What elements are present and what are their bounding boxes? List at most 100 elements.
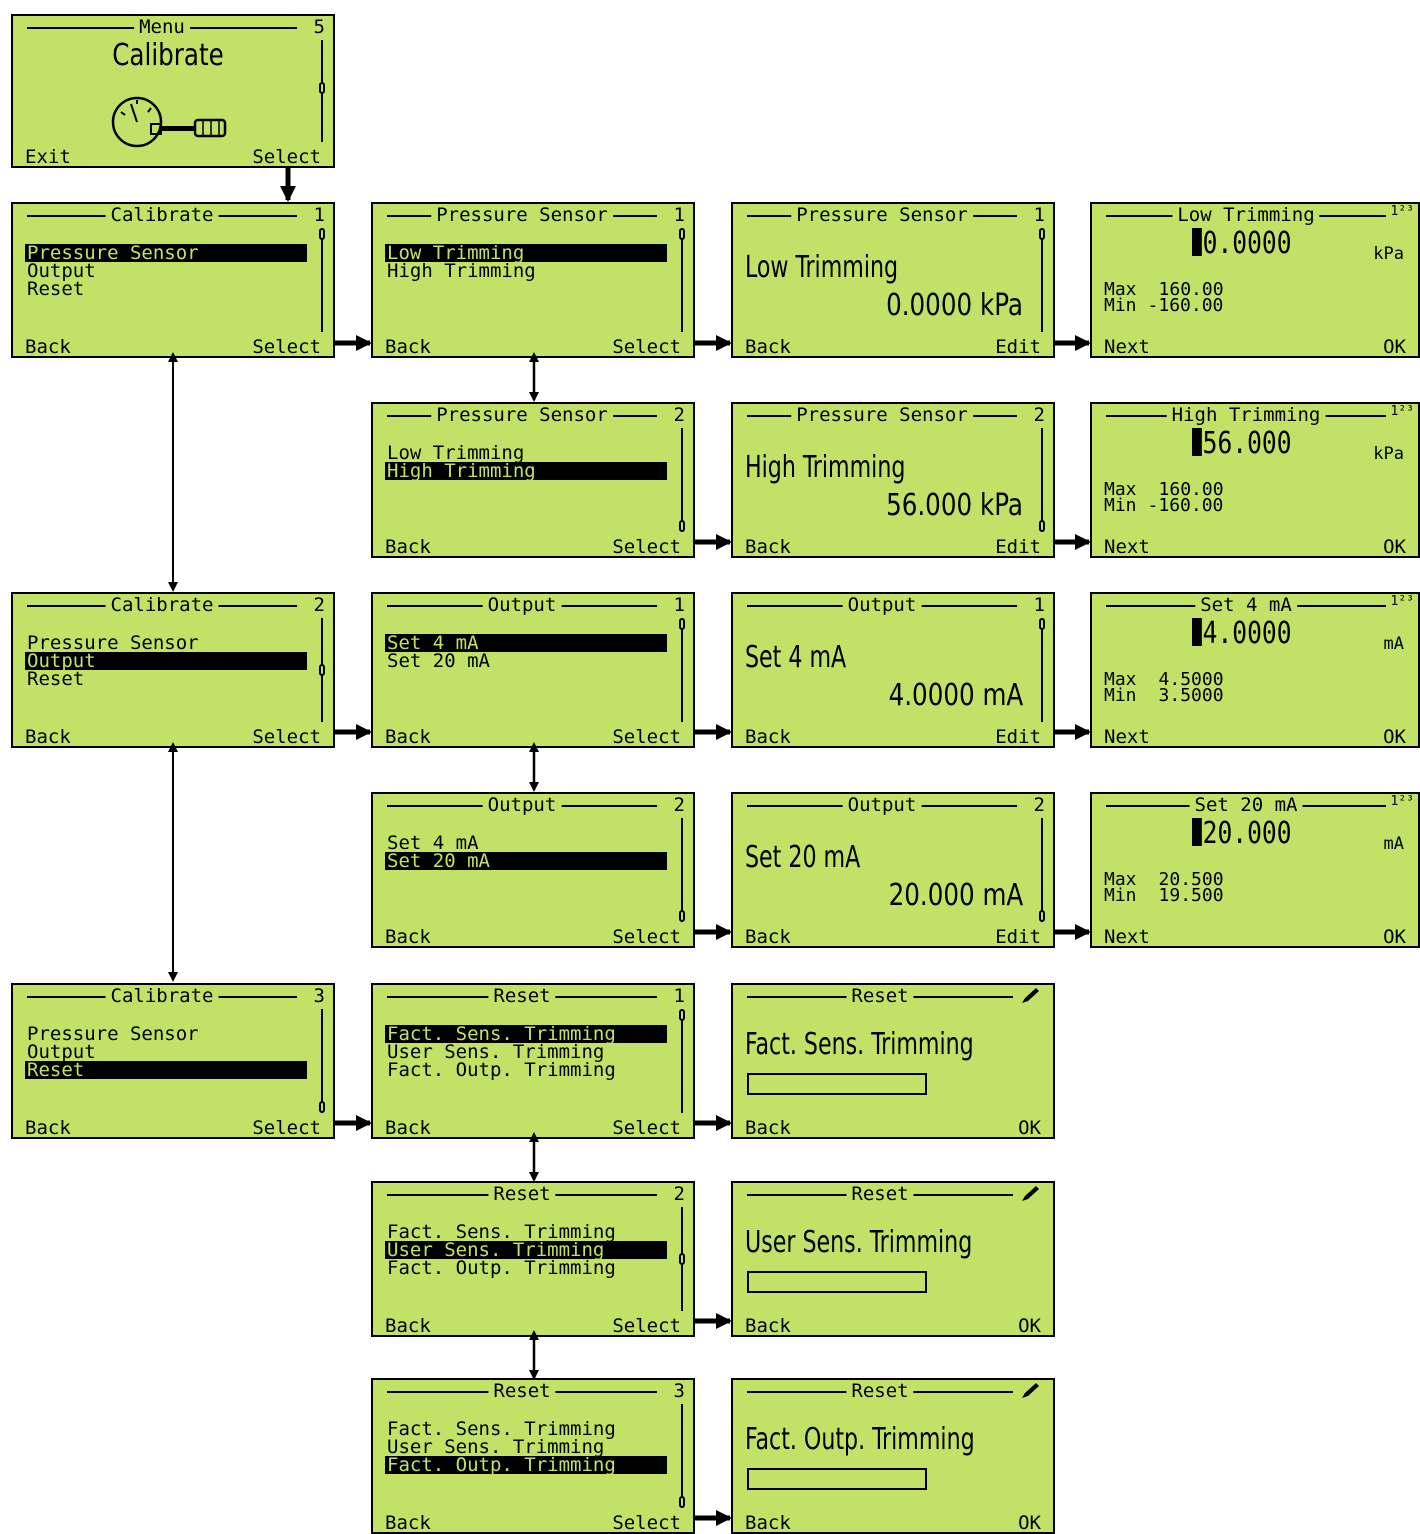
right-softkey[interactable]: Select [612, 1512, 681, 1534]
left-softkey[interactable]: Back [385, 1117, 431, 1139]
list-item[interactable]: Reset [25, 1061, 307, 1080]
scrollbar-knob [679, 1253, 685, 1265]
left-softkey[interactable]: Back [385, 1315, 431, 1337]
list-item[interactable]: Output [27, 260, 96, 282]
right-softkey[interactable]: OK [1383, 926, 1406, 948]
min-value: -160.00 [1147, 495, 1224, 516]
left-softkey[interactable]: Back [745, 1117, 791, 1139]
screen-title-bar: Output [387, 595, 657, 615]
edit-value-field[interactable]: 56.000 [1192, 428, 1292, 460]
left-softkey[interactable]: Back [745, 926, 791, 948]
list-item[interactable]: Output [27, 1041, 96, 1063]
screen-title-bar: Reset [747, 1381, 1013, 1401]
exit-softkey[interactable]: Exit [25, 146, 71, 168]
left-softkey[interactable]: Next [1104, 536, 1150, 558]
left-softkey[interactable]: Back [745, 726, 791, 748]
left-softkey[interactable]: Next [1104, 726, 1150, 748]
left-softkey[interactable]: Back [745, 336, 791, 358]
left-softkey[interactable]: Back [385, 536, 431, 558]
list-item[interactable]: Set 4 mA [387, 832, 479, 854]
screen-title-bar: High Trimming [1106, 405, 1386, 425]
list-item[interactable]: Fact. Outp. Trimming [387, 1257, 616, 1279]
list-item[interactable]: User Sens. Trimming [387, 1041, 605, 1063]
right-softkey[interactable]: OK [1383, 336, 1406, 358]
scrollbar-knob [1039, 910, 1045, 922]
scrollbar-knob [679, 1009, 685, 1021]
left-softkey[interactable]: Back [745, 1315, 791, 1337]
left-softkey[interactable]: Next [1104, 926, 1150, 948]
list-item[interactable]: Low Trimming [387, 442, 525, 464]
list-item[interactable]: Low Trimming [385, 244, 667, 263]
list-item[interactable]: Reset [27, 668, 85, 690]
right-softkey[interactable]: Edit [995, 536, 1041, 558]
right-softkey[interactable]: OK [1018, 1117, 1041, 1139]
list-item[interactable]: Set 20 mA [387, 650, 490, 672]
select-softkey[interactable]: Select [252, 146, 321, 168]
right-softkey[interactable]: Edit [995, 926, 1041, 948]
right-softkey[interactable]: OK [1018, 1315, 1041, 1337]
left-softkey[interactable]: Back [385, 336, 431, 358]
list-item[interactable]: Reset [27, 278, 85, 300]
edit-unit: mA [1383, 834, 1404, 854]
screen-title: Calibrate [105, 986, 219, 1006]
left-softkey[interactable]: Back [385, 1512, 431, 1534]
left-softkey[interactable]: Back [25, 726, 71, 748]
right-softkey[interactable]: Edit [995, 726, 1041, 748]
left-softkey[interactable]: Back [745, 1512, 791, 1534]
right-softkey[interactable]: Select [252, 1117, 321, 1139]
scrollbar [681, 818, 683, 922]
list-item[interactable]: Fact. Sens. Trimming [387, 1221, 616, 1243]
edit-value-field[interactable]: 4.0000 [1192, 618, 1292, 650]
list-item[interactable]: User Sens. Trimming [387, 1436, 605, 1458]
screen-number: 2 [313, 594, 325, 616]
edit-cursor [1192, 428, 1202, 456]
list-item[interactable]: Fact. Outp. Trimming [385, 1456, 667, 1475]
max-value: 4.5000 [1158, 669, 1224, 690]
list-item[interactable]: High Trimming [385, 462, 667, 481]
left-softkey[interactable]: Back [385, 926, 431, 948]
right-softkey[interactable]: Select [252, 336, 321, 358]
list-item[interactable]: Pressure Sensor [25, 244, 307, 263]
list-item[interactable]: User Sens. Trimming [385, 1241, 667, 1260]
list-item[interactable]: Set 4 mA [385, 634, 667, 653]
list-item[interactable]: Pressure Sensor [27, 632, 199, 654]
pen-icon [1022, 988, 1039, 1003]
left-softkey[interactable]: Back [25, 336, 71, 358]
list-item[interactable]: Fact. Sens. Trimming [385, 1025, 667, 1044]
edit-value-field[interactable]: 20.000 [1192, 818, 1292, 850]
left-softkey[interactable]: Back [25, 1117, 71, 1139]
right-softkey[interactable]: Select [612, 336, 681, 358]
right-softkey[interactable]: OK [1018, 1512, 1041, 1534]
list-item[interactable]: Fact. Sens. Trimming [387, 1418, 616, 1440]
list-item[interactable]: Fact. Outp. Trimming [387, 1059, 616, 1081]
list-item[interactable]: Output [25, 652, 307, 671]
list-item[interactable]: Pressure Sensor [27, 1023, 199, 1045]
right-softkey[interactable]: OK [1383, 536, 1406, 558]
list-item[interactable]: High Trimming [387, 260, 536, 282]
edit-value-field[interactable]: 0.0000 [1192, 228, 1292, 260]
right-softkey[interactable]: Select [612, 926, 681, 948]
right-softkey[interactable]: Select [612, 726, 681, 748]
left-softkey[interactable]: Back [385, 726, 431, 748]
right-softkey[interactable]: OK [1383, 726, 1406, 748]
right-softkey[interactable]: Select [612, 1315, 681, 1337]
right-softkey[interactable]: Select [252, 726, 321, 748]
screen-number: 3 [313, 985, 325, 1007]
right-softkey[interactable]: Select [612, 1117, 681, 1139]
right-softkey[interactable]: Edit [995, 336, 1041, 358]
edit-unit: kPa [1373, 444, 1404, 464]
list-item[interactable]: Set 20 mA [385, 852, 667, 871]
left-softkey[interactable]: Next [1104, 336, 1150, 358]
right-softkey[interactable]: Select [612, 536, 681, 558]
left-softkey[interactable]: Back [745, 536, 791, 558]
